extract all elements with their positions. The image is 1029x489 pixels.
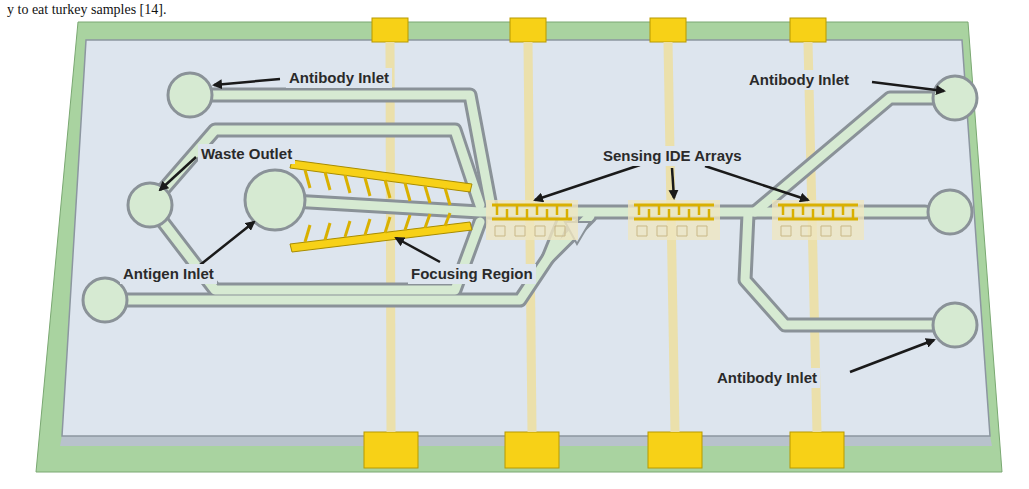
leader-line xyxy=(705,166,808,200)
leader-line xyxy=(850,340,934,372)
leader-line xyxy=(672,168,674,198)
part-label: Antibody Inlet xyxy=(714,368,820,388)
leader-line xyxy=(160,157,196,190)
caption-fragment: y to eat turkey samples [14]. xyxy=(4,0,169,20)
leader-line xyxy=(872,82,944,91)
part-label: Focusing Region xyxy=(408,264,536,284)
leader-line xyxy=(535,165,640,200)
leader-line xyxy=(396,238,440,262)
leader-line xyxy=(214,79,280,85)
part-label: Antibody Inlet xyxy=(286,68,392,88)
part-label: Antibody Inlet xyxy=(746,70,852,90)
part-label: Waste Outlet xyxy=(198,144,295,164)
part-label: Antigen Inlet xyxy=(120,264,217,284)
leader-line xyxy=(200,222,254,265)
part-label: Sensing IDE Arrays xyxy=(600,146,745,166)
